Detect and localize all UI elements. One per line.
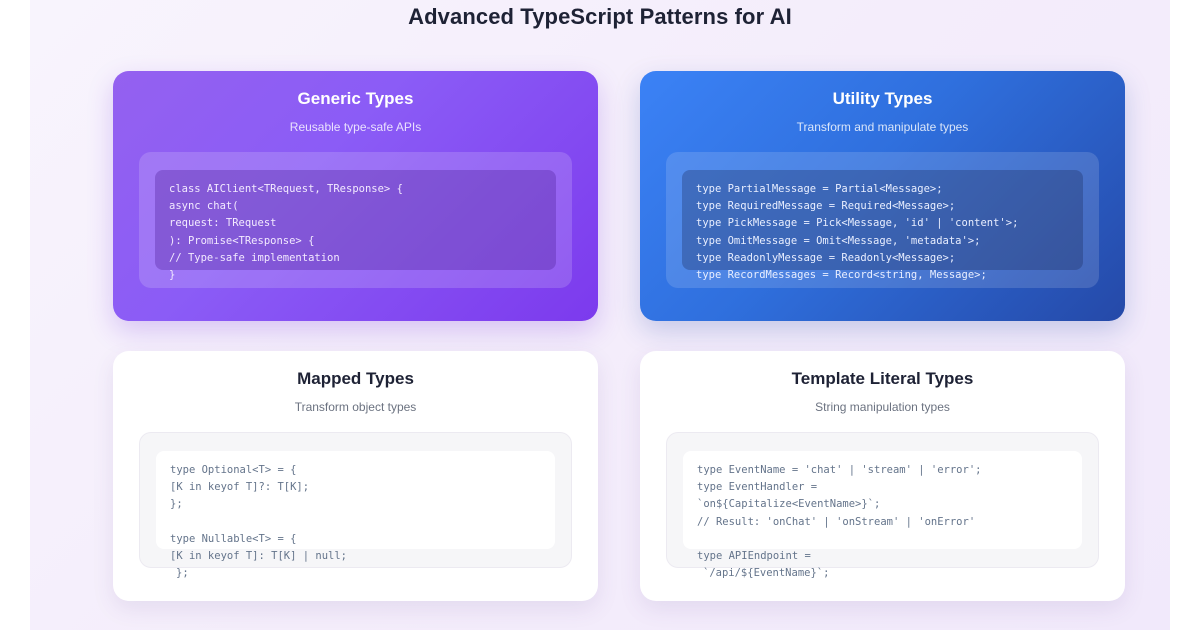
- code-panel: type PartialMessage = Partial<Message>; t…: [666, 152, 1099, 288]
- code-line: type PickMessage = Pick<Message, 'id' | …: [696, 217, 1019, 230]
- card-mapped-types[interactable]: Mapped Types Transform object types type…: [113, 351, 598, 601]
- code-line: type OmitMessage = Omit<Message, 'metada…: [696, 234, 981, 247]
- code-block: type EventName = 'chat' | 'stream' | 'er…: [683, 451, 1082, 579]
- code-line: async chat(: [169, 200, 239, 213]
- code-block: type PartialMessage = Partial<Message>; t…: [682, 170, 1083, 281]
- card-title: Generic Types: [297, 89, 414, 108]
- code-line: type Optional<T> = {: [170, 464, 297, 476]
- code-panel: type EventName = 'chat' | 'stream' | 'er…: [666, 432, 1099, 579]
- code-line: };: [170, 498, 183, 511]
- code-line: type PartialMessage = Partial<Message>;: [696, 183, 943, 195]
- code-line: `/api/${EventName}`;: [703, 567, 830, 580]
- code-line: [K in keyof T]: T[K] | null;: [170, 550, 348, 563]
- code-panel: type Optional<T> = { [K in keyof T]?: T[K…: [139, 432, 572, 579]
- code-line: request: TRequest: [169, 217, 277, 230]
- code-line: [697, 531, 1068, 548]
- code-line: type APIEndpoint =: [697, 550, 811, 563]
- code-line: type EventHandler =: [697, 481, 818, 494]
- code-line: `on${Capitalize<EventName>}`;: [697, 498, 881, 511]
- code-line: type EventName = 'chat' | 'stream' | 'er…: [697, 464, 982, 476]
- card-generic-types[interactable]: Generic Types Reusable type-safe APIs cl…: [113, 71, 598, 321]
- card-subtitle: Transform object types: [294, 400, 417, 414]
- card-subtitle: Transform and manipulate types: [796, 120, 969, 134]
- card-subtitle: Reusable type-safe APIs: [289, 120, 422, 134]
- code-line: type ReadonlyMessage = Readonly<Message>…: [696, 251, 956, 264]
- page-canvas: Advanced TypeScript Patterns for AI Gene…: [30, 0, 1170, 630]
- code-line: ): Promise<TResponse> {: [169, 234, 315, 247]
- code-line: [170, 514, 541, 531]
- card-utility-types[interactable]: Utility Types Transform and manipulate t…: [640, 71, 1125, 321]
- code-block: class AIClient<TRequest, TResponse> { asy…: [155, 170, 556, 281]
- code-line: };: [176, 567, 189, 580]
- card-template-literal-types[interactable]: Template Literal Types String manipulati…: [640, 351, 1125, 601]
- code-line: type RequiredMessage = Required<Message>…: [696, 200, 956, 213]
- card-title: Utility Types: [832, 89, 933, 108]
- code-line: // Result: 'onChat' | 'onStream' | 'onEr…: [697, 515, 976, 528]
- code-line: // Type-safe implementation: [169, 251, 340, 264]
- card-subtitle: String manipulation types: [815, 400, 950, 414]
- code-block: type Optional<T> = { [K in keyof T]?: T[K…: [156, 451, 555, 579]
- code-line: }: [169, 269, 176, 282]
- code-line: type RecordMessages = Record<string, Mes…: [696, 269, 987, 282]
- card-grid: Generic Types Reusable type-safe APIs cl…: [113, 71, 1125, 611]
- code-line: class AIClient<TRequest, TResponse> {: [169, 183, 403, 195]
- card-title: Template Literal Types: [791, 369, 974, 388]
- card-title: Mapped Types: [297, 369, 414, 388]
- code-line: type Nullable<T> = {: [170, 532, 297, 545]
- code-panel: class AIClient<TRequest, TResponse> { asy…: [139, 152, 572, 288]
- code-line: [K in keyof T]?: T[K];: [170, 481, 310, 494]
- page-title: Advanced TypeScript Patterns for AI: [408, 4, 792, 29]
